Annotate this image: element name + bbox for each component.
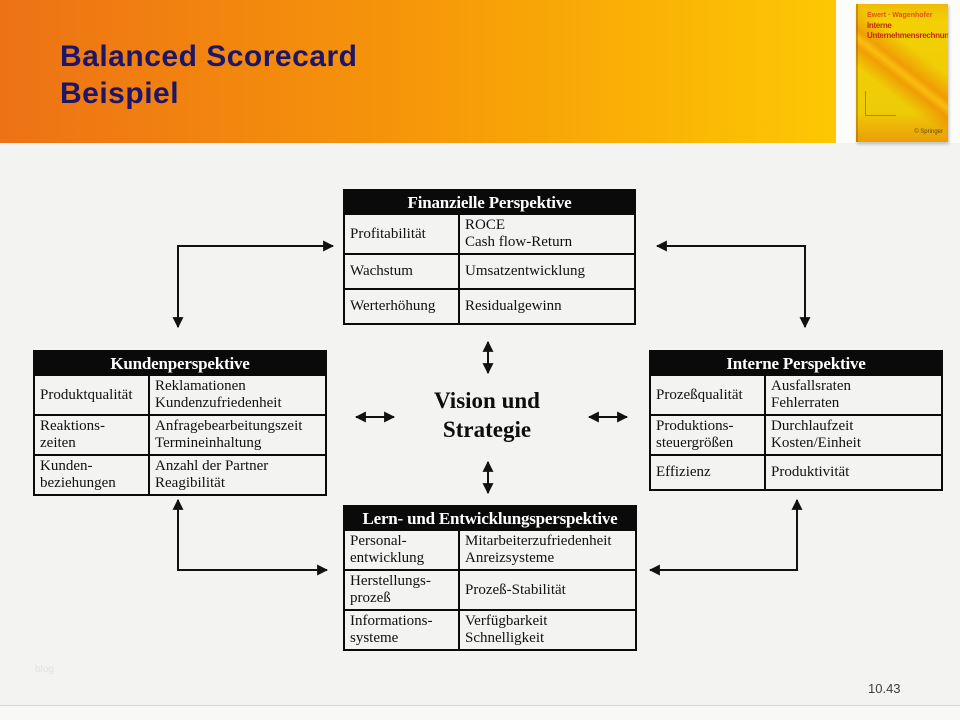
learning-row2-goal: Informations- systeme bbox=[345, 609, 458, 649]
arrow-lern-interne bbox=[648, 498, 803, 576]
finance-perspective-box: Finanzielle Perspektive Profitabilität R… bbox=[343, 189, 636, 325]
customer-row0-goal: Produktqualität bbox=[40, 386, 133, 403]
customer-row2-goal: Kunden- beziehungen bbox=[35, 454, 148, 494]
book-title-line2: Unternehmensrechnung bbox=[867, 31, 948, 40]
internal-perspective-box: Interne Perspektive Prozeßqualität Ausfa… bbox=[649, 350, 943, 491]
page-number: 10.43 bbox=[868, 681, 901, 696]
learning-row1-measure: Prozeß-Stabilität bbox=[458, 569, 635, 609]
arrow-interne-finance bbox=[655, 240, 811, 329]
learning-row0-measure: Mitarbeiterzufriedenheit Anreizsysteme bbox=[458, 531, 635, 569]
customer-perspective-table: Produktqualität Reklamationen Kundenzufr… bbox=[35, 376, 325, 494]
slide-title-line2: Beispiel bbox=[60, 77, 180, 110]
customer-row2-measure: Anzahl der Partner Reagibilität bbox=[148, 454, 325, 494]
internal-row1-goal: Produktions- steuergrößen bbox=[651, 414, 764, 454]
finance-row1-goal: Wachstum bbox=[345, 253, 458, 288]
book-title: Interne Unternehmensrechnung bbox=[867, 21, 948, 41]
finance-row1-measure: Umsatzentwicklung bbox=[458, 253, 634, 288]
vision-line1: Vision und bbox=[434, 388, 540, 413]
learning-row2-measure: Verfügbarkeit Schnelligkeit bbox=[458, 609, 635, 649]
book-title-line1: Interne bbox=[867, 21, 892, 30]
finance-row0-measure: ROCE Cash flow-Return bbox=[458, 215, 634, 253]
internal-perspective-title: Interne Perspektive bbox=[651, 352, 941, 376]
book-chart-decoration bbox=[865, 91, 896, 116]
customer-row1-goal: Reaktions- zeiten bbox=[35, 414, 148, 454]
book-authors: Ewert · Wagenhofer bbox=[867, 12, 933, 19]
customer-row0-measure: Reklamationen Kundenzufriedenheit bbox=[148, 376, 325, 414]
learning-perspective-table: Personal- entwicklung Mitarbeiterzufried… bbox=[345, 531, 635, 649]
slide-title-line1: Balanced Scorecard bbox=[60, 40, 358, 73]
customer-row1-measure: Anfragebearbeitungszeit Termineinhaltung bbox=[148, 414, 325, 454]
learning-perspective-title: Lern- und Entwicklungsperspektive bbox=[345, 507, 635, 531]
arrow-lern-kunden bbox=[172, 498, 329, 576]
internal-row2-goal: Effizienz bbox=[651, 454, 764, 489]
vision-strategy-label: Vision und Strategie bbox=[397, 386, 577, 444]
learning-perspective-box: Lern- und Entwicklungsperspektive Person… bbox=[343, 505, 637, 651]
finance-row2-measure: Residualgewinn bbox=[458, 288, 634, 323]
finance-perspective-title: Finanzielle Perspektive bbox=[345, 191, 634, 215]
internal-perspective-table: Prozeßqualität Ausfallsraten Fehlerraten… bbox=[651, 376, 941, 489]
finance-row2-goal: Werterhöhung bbox=[345, 288, 458, 323]
learning-row1-goal: Herstellungs- prozeß bbox=[345, 569, 458, 609]
bottom-margin bbox=[0, 706, 960, 720]
finance-row0-goal: Profitabilität bbox=[350, 225, 426, 242]
slide-title: Balanced Scorecard Beispiel bbox=[60, 38, 357, 112]
internal-row1-measure: Durchlaufzeit Kosten/Einheit bbox=[764, 414, 941, 454]
title-banner: Balanced Scorecard Beispiel bbox=[0, 0, 836, 143]
internal-row0-goal: Prozeßqualität bbox=[656, 386, 743, 403]
internal-row2-measure: Produktivität bbox=[764, 454, 941, 489]
internal-row0-measure: Ausfallsraten Fehlerraten bbox=[764, 376, 941, 414]
bottom-divider bbox=[0, 705, 960, 706]
finance-perspective-table: Profitabilität ROCE Cash flow-Return Wac… bbox=[345, 215, 634, 323]
customer-perspective-box: Kundenperspektive Produktqualität Reklam… bbox=[33, 350, 327, 496]
customer-perspective-title: Kundenperspektive bbox=[35, 352, 325, 376]
footer-watermark: blog bbox=[35, 664, 54, 675]
vision-line2: Strategie bbox=[442, 417, 532, 442]
arrow-kunden-finance bbox=[172, 240, 335, 329]
book-cover: Ewert · Wagenhofer Interne Unternehmensr… bbox=[856, 4, 948, 142]
learning-row0-goal: Personal- entwicklung bbox=[350, 533, 425, 566]
springer-logo: © Springer bbox=[914, 129, 943, 135]
